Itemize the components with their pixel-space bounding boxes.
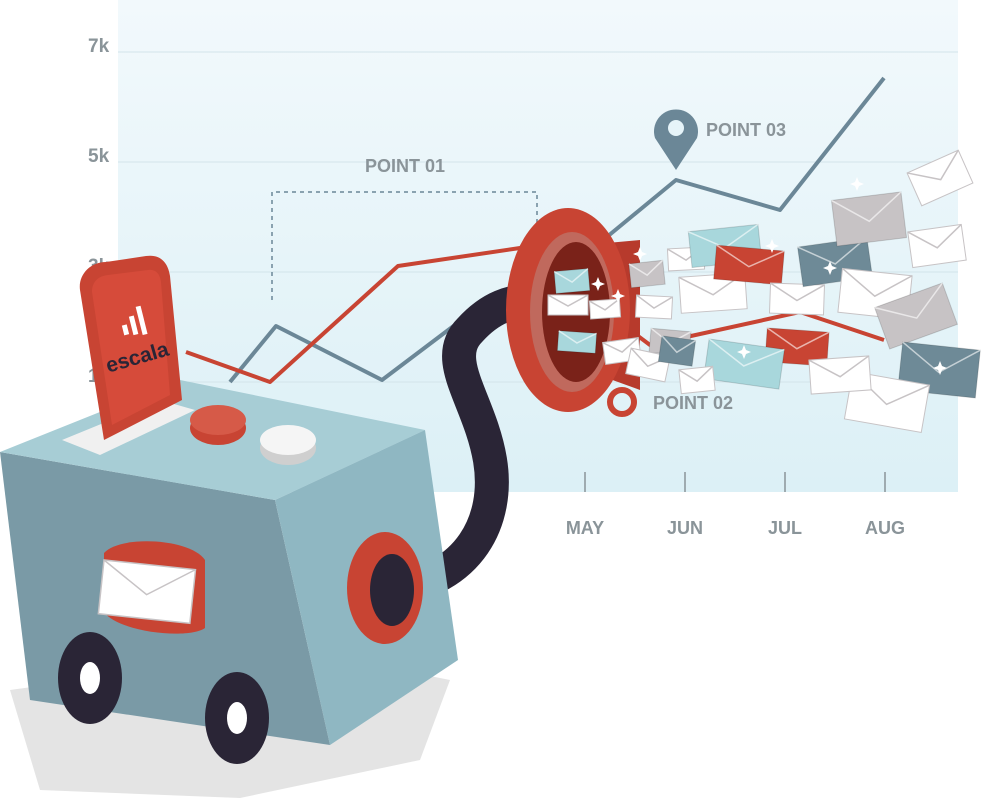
envelope-icon <box>874 282 958 350</box>
x-tick-label: JUL <box>768 518 802 538</box>
envelope-icon <box>713 244 785 286</box>
hose <box>373 283 557 607</box>
envelope-icon <box>97 559 197 625</box>
y-tick-label: 5k <box>88 146 110 167</box>
x-tick-label: JUN <box>667 518 703 538</box>
annotation-point-01: POINT 01 <box>365 156 445 176</box>
sparkle-icon <box>591 277 605 291</box>
envelope-icon <box>830 191 908 247</box>
robot-wheel <box>205 672 269 764</box>
annotation-point-02: POINT 02 <box>653 393 733 413</box>
envelope-icon <box>556 330 598 354</box>
envelope-icon <box>906 149 974 207</box>
envelope-icon <box>553 267 591 294</box>
envelope-icon <box>678 365 716 395</box>
envelope-icon <box>907 223 967 269</box>
sparkle-icon <box>933 361 947 375</box>
x-tick-label: AUG <box>865 518 905 538</box>
envelope-stream <box>547 149 981 433</box>
x-tick-label: MAY <box>566 518 604 538</box>
envelope-icon <box>547 294 589 316</box>
sparkle-icon <box>823 261 837 275</box>
annotation-point-03: POINT 03 <box>706 120 786 140</box>
envelope-icon <box>588 298 622 320</box>
location-pin-icon <box>654 109 698 170</box>
robot-wheel <box>58 632 122 724</box>
sparkle-icon <box>737 345 751 359</box>
y-tick-label: 7k <box>88 36 110 57</box>
point-01-dashed-bracket <box>271 191 538 300</box>
envelope-icon <box>628 259 666 289</box>
bar-chart-logo-icon <box>121 305 148 336</box>
x-tick-marks <box>584 472 886 492</box>
phone: escala <box>79 255 182 440</box>
envelope-icon <box>678 272 748 314</box>
sparkle-icon <box>850 177 864 191</box>
envelope-icon <box>703 338 785 390</box>
envelope-icon <box>657 335 697 367</box>
sparkle-icon <box>765 239 779 253</box>
envelope-icon <box>768 282 826 316</box>
sparkle-icon <box>633 247 647 261</box>
envelope-icon <box>808 355 872 395</box>
envelope-icon <box>634 294 674 320</box>
sparkle-icon <box>611 289 625 303</box>
